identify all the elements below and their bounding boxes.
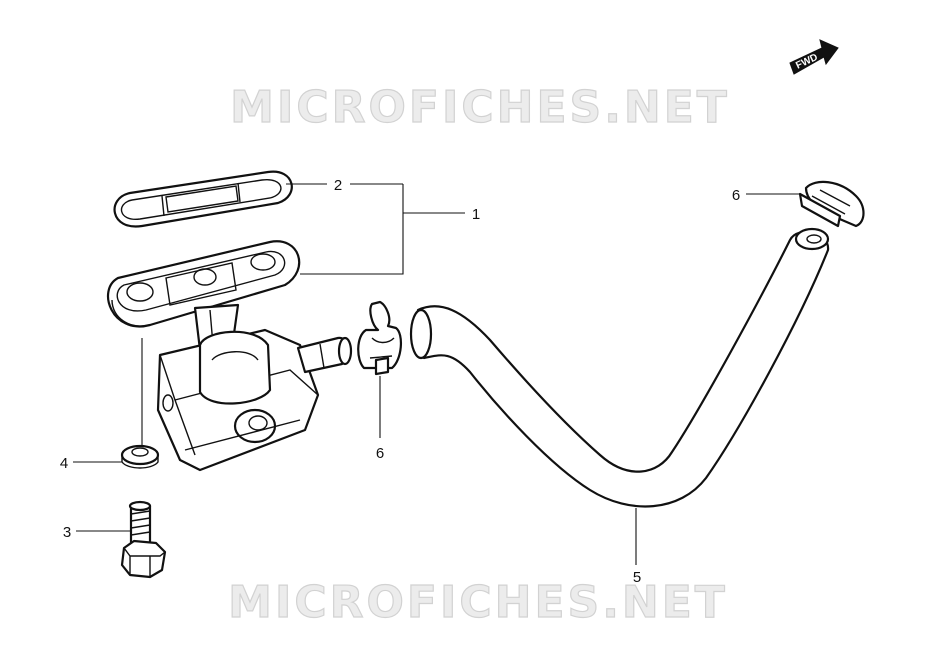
callout-labels: 2 1 4 3 6 6 5	[60, 177, 740, 586]
clamp-near-valve-part	[357, 300, 402, 376]
fuel-cock-assembly-part	[107, 240, 353, 472]
gasket-part	[113, 170, 293, 228]
clamp-hose-end-part	[798, 180, 865, 228]
watermark-bottom: MICROFICHES.NET	[228, 577, 728, 628]
callout-fuel-cock-assembly: 1	[472, 206, 480, 223]
callout-bolt: 3	[63, 524, 71, 541]
hose-part	[409, 227, 830, 508]
callout-gasket: 2	[334, 177, 342, 194]
washer-part	[120, 444, 160, 469]
callout-clamp-hose-end: 6	[732, 187, 740, 204]
fwd-label: FWD	[794, 52, 819, 72]
callout-washer: 4	[60, 455, 68, 472]
leader-lines	[73, 183, 800, 565]
forward-arrow-icon: FWD	[789, 39, 839, 75]
callout-hose: 5	[633, 569, 641, 586]
callout-clamp-near-valve: 6	[376, 445, 384, 462]
watermark-top: MICROFICHES.NET	[230, 82, 730, 133]
bolt-part	[120, 500, 167, 579]
